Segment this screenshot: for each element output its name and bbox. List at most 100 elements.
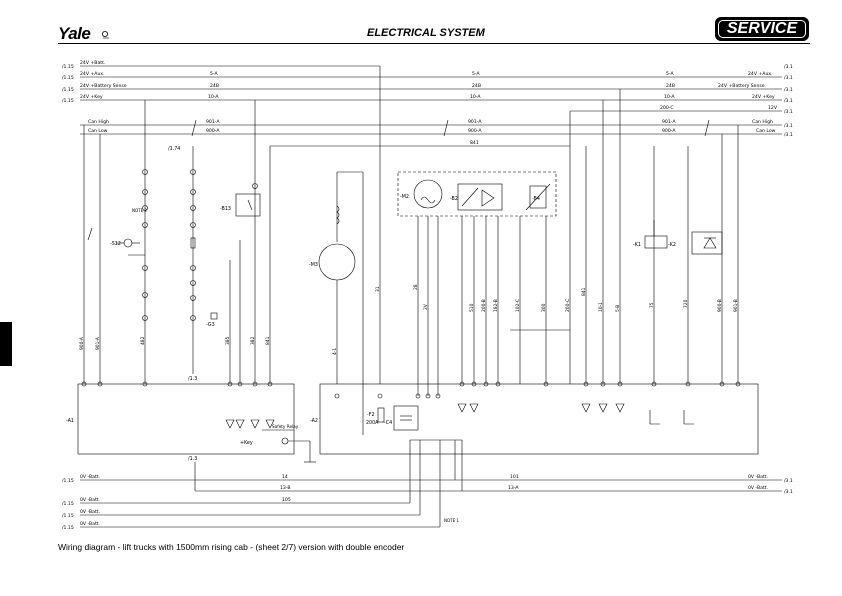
wire-24b: 24B: [210, 83, 219, 89]
s12-switch: [116, 238, 140, 248]
ref-left-2: /1.15: [62, 75, 74, 81]
wire-101: 101: [510, 474, 519, 480]
label-b4: -B4: [532, 196, 540, 202]
a1-output-arrows: [225, 419, 275, 429]
wire-901a: 901-A: [206, 119, 220, 125]
wire-10a: 10-A: [208, 94, 219, 100]
vlabel-900a: 900-A: [79, 337, 85, 350]
vlabel-385: 385: [225, 336, 231, 345]
service-badge: SERVICE: [715, 17, 809, 41]
bus-can-low-right: Can Low: [756, 128, 776, 134]
b2-sensor: [457, 183, 503, 211]
bottom-ref-3: /1.15: [62, 513, 74, 519]
bus-batt-sense: 24V +Battery Sense: [80, 83, 127, 89]
vlabel-4-1: 4-1: [332, 348, 338, 355]
a2-output-arrows: [457, 403, 625, 413]
wire-900a-b: 900-A: [468, 128, 482, 134]
figure-caption: Wiring diagram - lift trucks with 1500mm…: [58, 542, 405, 552]
section-tab: [0, 322, 12, 366]
label-k2: -K2: [668, 242, 676, 248]
wire-13a: 13-A: [508, 485, 519, 491]
c4-capacitor: [393, 405, 419, 431]
bottom-bus-batt-2: 0V -Batt.: [80, 497, 100, 503]
bus-can-low: Can Low: [88, 128, 108, 134]
label-k1: -K1: [633, 242, 641, 248]
wire-24b-b: 24B: [472, 83, 481, 89]
vlabel-200b: 200-B: [481, 299, 487, 312]
vlabel-5b: 5-B: [615, 305, 621, 312]
a2-pins: [334, 381, 741, 399]
top-bus-lines: [80, 65, 782, 147]
right-bus-labels: 24V +Aux. 24V +Battery Sense 24V +Key 12…: [718, 64, 793, 138]
label-f2-rating: 200A: [366, 420, 379, 426]
left-section-wiring: [83, 100, 271, 384]
label-key: +Key: [240, 440, 253, 446]
wire-5a-c: 5-A: [666, 71, 674, 77]
bottom-bus-batt-right-1: 0V -Batt.: [748, 474, 768, 480]
b4-sensor: [525, 183, 551, 211]
label-note1: NOTE 1: [444, 518, 459, 523]
vlabel-2v: 2V: [423, 304, 429, 310]
encoder-group-box: [397, 171, 557, 217]
vlabel-841b: 841: [581, 287, 587, 296]
vertical-wire-labels: 900-A 901-A 482 385 382 841 31 4-1 2V 28…: [79, 284, 739, 355]
ref-right-2: /3.1: [784, 87, 793, 93]
bus-aux-right: 24V +Aux.: [748, 71, 773, 77]
bus-key-right: 24V +Key: [752, 94, 775, 100]
m3-motor-section: [318, 66, 381, 435]
label-c4: -C4: [384, 420, 392, 426]
vlabel-510: 510: [469, 303, 475, 312]
m2-encoder: [413, 179, 443, 209]
f2-fuse: [377, 407, 385, 423]
vlabel-901b: 901-B: [733, 299, 739, 312]
k1-relay: [644, 220, 668, 249]
bottom-ref-4: /1.15: [62, 525, 74, 531]
a1-module: [77, 383, 295, 455]
label-g3: -G3: [206, 322, 215, 328]
label-ref-1-3b: /1.3: [188, 456, 197, 462]
component-labels: -A1 -A2 -M2 -B2 -B4 -M3 -B13 -S12 -K1 -K…: [66, 146, 676, 523]
bottom-bus-batt-right-2: 0V -Batt.: [748, 485, 768, 491]
label-b2: -B2: [450, 196, 458, 202]
vlabel-182b: 182-B: [493, 299, 499, 312]
ref-right-3: /3.1: [784, 98, 793, 104]
header-rule: [58, 43, 810, 44]
vlabel-75: 75: [649, 302, 655, 308]
ref-right-1: /3.1: [784, 75, 793, 81]
wire-14: 14: [282, 474, 288, 480]
ref-left-3: /1.15: [62, 87, 74, 93]
label-f2: -F2: [367, 412, 375, 418]
wire-105: 105: [282, 497, 291, 503]
g3-component: [210, 312, 218, 320]
top-wire-numbers: 5-A 5-A 5-A 24B 24B 24B 10-A 10-A 10-A 2…: [206, 71, 676, 146]
switch-column: [142, 169, 196, 321]
bottom-ref-2: /1.15: [62, 501, 74, 507]
ref-right-6: /3.1: [784, 132, 793, 138]
ref-left-4: /1.15: [62, 98, 74, 104]
wire-24b-c: 24B: [666, 83, 675, 89]
wire-901a-c: 901-A: [662, 119, 676, 125]
wire-841: 841: [470, 140, 479, 146]
vlabel-28: 28: [413, 284, 419, 290]
vlabel-900b: 900-B: [717, 299, 723, 312]
wire-900a-c: 900-A: [662, 128, 676, 134]
encoder-wiring: [417, 89, 739, 396]
a2-right-terminals: [649, 410, 694, 425]
bottom-ref-right-1: /3.1: [784, 478, 793, 484]
a2-module: [319, 383, 759, 455]
wire-13b: 13-B: [280, 485, 291, 491]
bus-key: 24V +Key: [80, 94, 103, 100]
can-bus-slashes: [87, 119, 710, 241]
bus-aux: 24V +Aux.: [80, 71, 105, 77]
bottom-bus-labels: /1.15 /1.15 /1.15 /1.15 0V -Batt. 0V -Ba…: [62, 474, 793, 531]
wire-10a-b: 10-A: [470, 94, 481, 100]
bottom-bus-batt-4: 0V -Batt.: [80, 521, 100, 527]
wire-901a-b: 901-A: [468, 119, 482, 125]
vlabel-841: 841: [265, 336, 271, 345]
k2-relay: [691, 231, 723, 255]
bottom-bus-batt-1: 0V -Batt.: [80, 474, 100, 480]
vlabel-901a: 901-A: [95, 337, 101, 350]
wire-5a: 5-A: [210, 71, 218, 77]
